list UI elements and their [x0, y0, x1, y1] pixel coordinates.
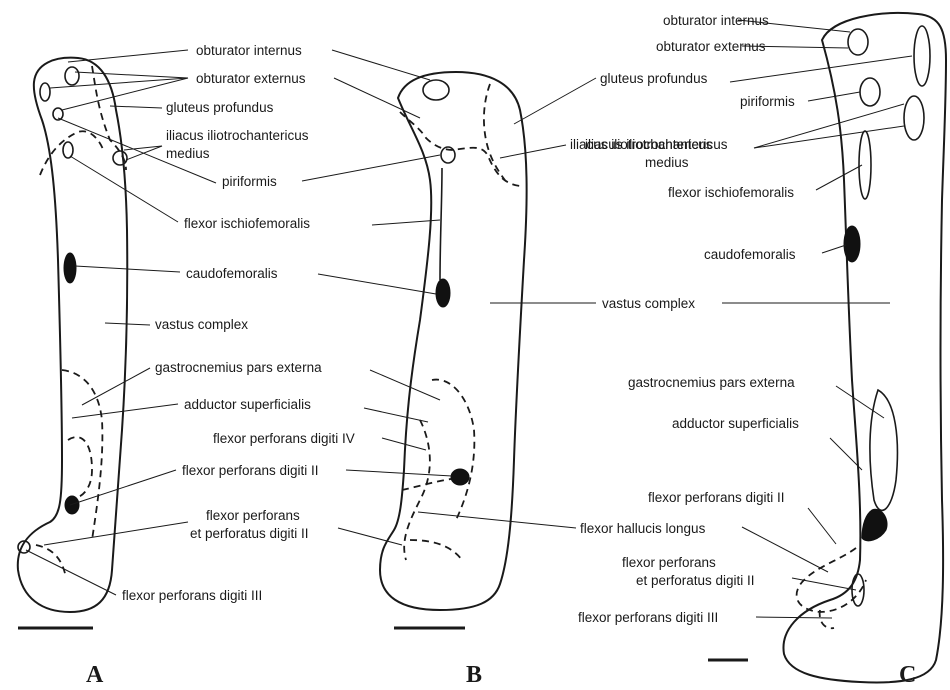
label-c-iliacus-line1: iliacus iliotrochantericus	[585, 137, 728, 152]
femur-b-scars	[400, 80, 520, 560]
femur-a-scars	[18, 66, 127, 578]
label-c-fpp-line2: et perforatus digiti II	[636, 573, 755, 588]
femur-c-gluteus-profundus-scar	[914, 26, 930, 86]
label-c-gastrocnemius: gastrocnemius pars externa	[628, 375, 795, 390]
label-b-iliacus-line2: medius	[645, 155, 689, 170]
femur-b-flexor-ischiofemoralis-line	[440, 168, 442, 280]
label-a-vastus-complex: vastus complex	[155, 317, 248, 332]
label-b-gluteus-profundus: gluteus profundus	[600, 71, 708, 86]
label-caudofemoralis: caudofemoralis	[186, 266, 278, 281]
femur-a-caudofemoralis-scar	[64, 253, 76, 283]
muscle-labels: obturator internus obturator externus gl…	[122, 13, 799, 625]
femur-c-flexor-perforans-ii-scar	[862, 509, 887, 541]
femur-a-iliacus-scar	[113, 151, 127, 165]
femur-a-obturator-externus-scar	[40, 83, 50, 101]
femur-a-flexor-ischiofemoralis-scar	[63, 142, 73, 158]
label-b-vastus-complex: vastus complex	[602, 296, 695, 311]
label-c-flexor-ischiofemoralis: flexor ischiofemoralis	[668, 185, 794, 200]
femur-c-flexor-ischiofemoralis-scar	[859, 131, 871, 199]
femur-c-iliacus-scar	[904, 96, 924, 140]
femur-b	[380, 72, 527, 610]
label-fpp-line2: et perforatus digiti II	[190, 526, 309, 541]
femur-a	[18, 58, 127, 612]
femur-a-adductor-region	[68, 437, 92, 498]
label-c-obturator-internus: obturator internus	[663, 13, 769, 28]
label-c-piriformis: piriformis	[740, 94, 795, 109]
label-fp-digiti-ii: flexor perforans digiti II	[182, 463, 319, 478]
label-a-iliacus-line1: iliacus iliotrochantericus	[166, 128, 309, 143]
panel-label-a: A	[86, 662, 104, 688]
femur-c-distal-dashed-region	[797, 548, 866, 628]
label-gastrocnemius: gastrocnemius pars externa	[155, 360, 322, 375]
femur-c-gastrocnemius-scar	[870, 390, 898, 510]
label-fpp-line1: flexor perforans	[206, 508, 300, 523]
femur-a-flexor-perforans-ii-scar	[65, 496, 79, 514]
label-fp-digiti-iii: flexor perforans digiti III	[122, 588, 262, 603]
femur-c-piriformis-scar	[860, 78, 880, 106]
femur-b-obturator-scar	[423, 80, 449, 100]
label-flexor-hallucis-longus: flexor hallucis longus	[580, 521, 706, 536]
label-c-fp-digiti-ii: flexor perforans digiti II	[648, 490, 785, 505]
label-piriformis: piriformis	[222, 174, 277, 189]
femur-b-flexor-perforans-ii-scar	[451, 469, 469, 485]
label-a-gluteus-profundus: gluteus profundus	[166, 100, 274, 115]
label-a-iliacus-line2: medius	[166, 146, 210, 161]
label-fp-digiti-iv: flexor perforans digiti IV	[213, 431, 355, 446]
label-c-obturator-externus: obturator externus	[656, 39, 766, 54]
label-c-fp-digiti-iii: flexor perforans digiti III	[578, 610, 718, 625]
label-c-adductor: adductor superficialis	[672, 416, 799, 431]
label-c-caudofemoralis: caudofemoralis	[704, 247, 796, 262]
panel-label-c: C	[899, 662, 916, 688]
femur-c-obturator-internus-scar	[848, 29, 868, 55]
label-flexor-ischiofemoralis: flexor ischiofemoralis	[184, 216, 310, 231]
panel-label-b: B	[466, 662, 482, 688]
label-a-obturator-externus: obturator externus	[196, 71, 306, 86]
label-adductor: adductor superficialis	[184, 397, 311, 412]
femur-c	[783, 13, 946, 682]
femur-c-outline	[783, 13, 946, 682]
scale-bars	[18, 628, 748, 660]
label-c-fpp-line1: flexor perforans	[622, 555, 716, 570]
femur-b-proximal-dashed-region	[400, 84, 520, 186]
femur-c-caudofemoralis-scar	[844, 226, 860, 262]
femur-a-gastrocnemius-region	[62, 370, 102, 540]
femur-b-outline	[380, 72, 527, 610]
femur-a-obturator-internus-scar	[65, 67, 79, 85]
femur-b-caudofemoralis-scar	[436, 279, 450, 307]
femur-a-distal-dashed-region	[36, 545, 66, 578]
label-a-obturator-internus: obturator internus	[196, 43, 302, 58]
